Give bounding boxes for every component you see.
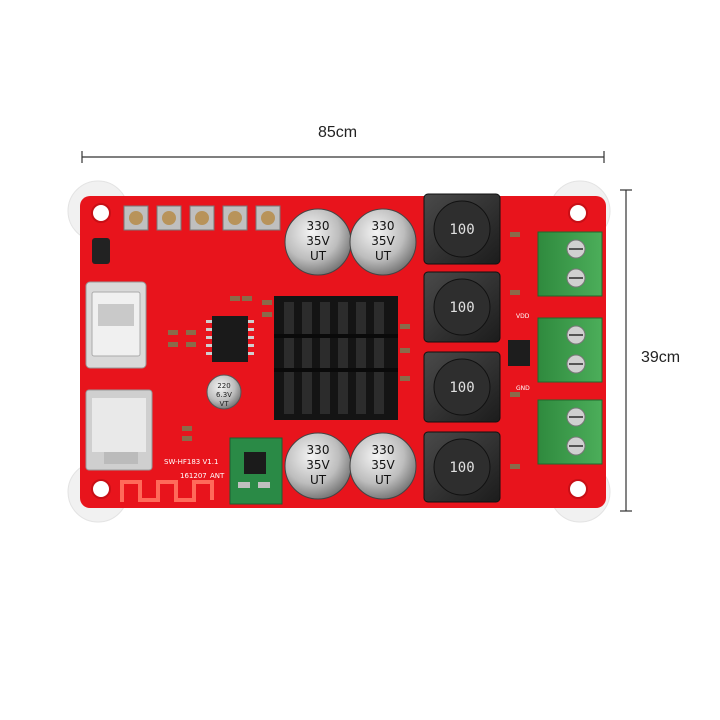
small-cap-value: 220: [217, 382, 230, 390]
smd-components: [168, 232, 520, 469]
dc-dc-module: [229, 437, 283, 505]
silkscreen-model: SW-HF183 V1.1: [164, 458, 218, 466]
screw-terminal-speaker-left: [537, 231, 603, 297]
capacitor-bottom-right: 330 35V UT: [349, 432, 417, 500]
capacitor-top-left: 330 35V UT: [284, 208, 352, 276]
width-dimension-line: [81, 151, 605, 163]
inductor-value: 100: [449, 460, 474, 476]
power-diode: [508, 340, 530, 366]
ic-chip: [212, 316, 248, 362]
inductor-value: 100: [449, 300, 474, 316]
width-dimension-label: 85cm: [318, 124, 358, 141]
small-cap-mark: VT: [219, 400, 229, 408]
screw-terminal-speaker-right: [537, 399, 603, 465]
cap-mark: UT: [375, 473, 392, 487]
antenna-trace-icon: [120, 480, 214, 502]
silkscreen-date: 161207: [180, 472, 207, 480]
cap-voltage: 35V: [306, 234, 330, 248]
cap-voltage: 35V: [371, 458, 395, 472]
small-cap-voltage: 6.3V: [216, 391, 232, 399]
cap-value: 330: [372, 219, 395, 233]
mounting-holes: [91, 203, 588, 499]
cap-value: 330: [307, 219, 330, 233]
capacitor-bottom-left: 330 35V UT: [284, 432, 352, 500]
sd-card-slot-icon: [85, 389, 153, 471]
capacitor-top-right: 330 35V UT: [349, 208, 417, 276]
usb-port-icon: [85, 281, 147, 369]
cap-value: 330: [307, 443, 330, 457]
ic-pins: [206, 320, 254, 355]
height-dimension-line: [620, 189, 632, 512]
silkscreen-ant: ANT: [210, 472, 225, 480]
inductor-2: 100: [423, 271, 501, 343]
inductor-value: 100: [449, 380, 474, 396]
inductor-4: 100: [423, 431, 501, 503]
screw-terminal-power: [537, 317, 603, 383]
cap-voltage: 35V: [371, 234, 395, 248]
cap-value: 330: [372, 443, 395, 457]
cap-mark: UT: [310, 249, 327, 263]
silkscreen-vdd: VDD: [516, 313, 530, 320]
inductor-3: 100: [423, 351, 501, 423]
small-capacitor: 220 6.3V VT: [206, 374, 242, 410]
height-dimension-label: 39cm: [641, 349, 681, 366]
cap-mark: UT: [310, 473, 327, 487]
cap-mark: UT: [375, 249, 392, 263]
silkscreen-gnd: GND: [516, 385, 530, 392]
inductor-value: 100: [449, 222, 474, 238]
cap-voltage: 35V: [306, 458, 330, 472]
ir-receiver: [92, 238, 110, 264]
tact-switch-row: [123, 205, 281, 231]
heatsink-icon: [274, 296, 398, 420]
inductor-1: 100: [423, 193, 501, 265]
